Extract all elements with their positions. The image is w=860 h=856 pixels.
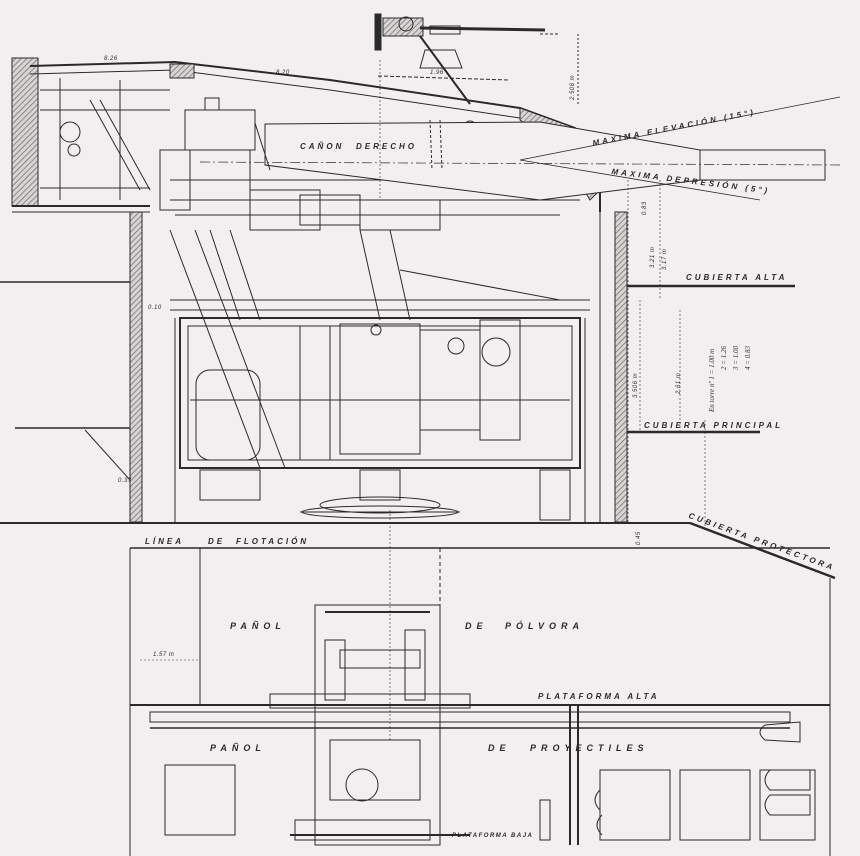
- note-line-1: En torre nº 1 = 1.00 m: [708, 348, 716, 412]
- dim-321: 3.21 m: [650, 246, 656, 268]
- barbette: [129, 211, 628, 523]
- label-gun-word2: DERECHO: [356, 142, 418, 151]
- magazine-structure: [129, 548, 831, 856]
- dim-196: 1.96: [430, 70, 444, 76]
- note-line-4: 4 = 0.83: [744, 346, 752, 370]
- dim-2506: 2.506 m: [570, 74, 576, 100]
- label-shell-room-1: PAÑOL: [210, 743, 266, 753]
- dim-261: 2.61 m: [676, 372, 682, 394]
- label-upper-deck: CUBIERTA ALTA: [686, 273, 788, 282]
- label-waterline-1: LÍNEA: [145, 537, 184, 546]
- deck-lines: [0, 281, 836, 580]
- dim-010: 0.10: [148, 305, 162, 311]
- label-lower-platform: PLATAFORMA BAJA: [452, 833, 534, 839]
- label-waterline-2: DE: [208, 537, 226, 546]
- dim-820: 8.20: [276, 70, 290, 76]
- dim-157: 1.57 m: [153, 652, 175, 658]
- dim-3506: 3.506 m: [633, 372, 639, 398]
- roof-gun: [374, 13, 579, 106]
- dim-083: 0.83: [642, 201, 648, 215]
- dim-317: 3.17 m: [662, 248, 668, 270]
- note-line-2: 2 = 1.26: [720, 346, 728, 370]
- dim-037: 0.37: [118, 478, 132, 484]
- label-main-deck: CUBIERTA PRINCIPAL: [644, 421, 784, 430]
- turret-height-note: En torre nº 1 = 1.00 m 2 = 1.26 3 = 1.00…: [706, 346, 754, 412]
- dimension-lines: [140, 60, 706, 740]
- label-powder-magazine-1: PAÑOL: [230, 621, 286, 631]
- label-waterline-3: FLOTACIÓN: [236, 537, 310, 546]
- gun-barrel: [199, 96, 841, 201]
- label-powder-magazine-3: PÓLVORA: [505, 621, 585, 631]
- label-powder-magazine-2: DE: [465, 621, 488, 631]
- working-chamber: [169, 229, 590, 522]
- label-upper-platform: PLATAFORMA ALTA: [538, 692, 660, 701]
- dim-826: 8.26: [104, 56, 118, 62]
- label-gun-word1: CAÑON: [300, 142, 345, 151]
- note-line-3: 3 = 1.00: [732, 346, 740, 370]
- label-shell-room-3: PROYECTILES: [530, 743, 649, 753]
- dim-045: 0.45: [636, 531, 642, 545]
- label-shell-room-2: DE: [488, 743, 511, 753]
